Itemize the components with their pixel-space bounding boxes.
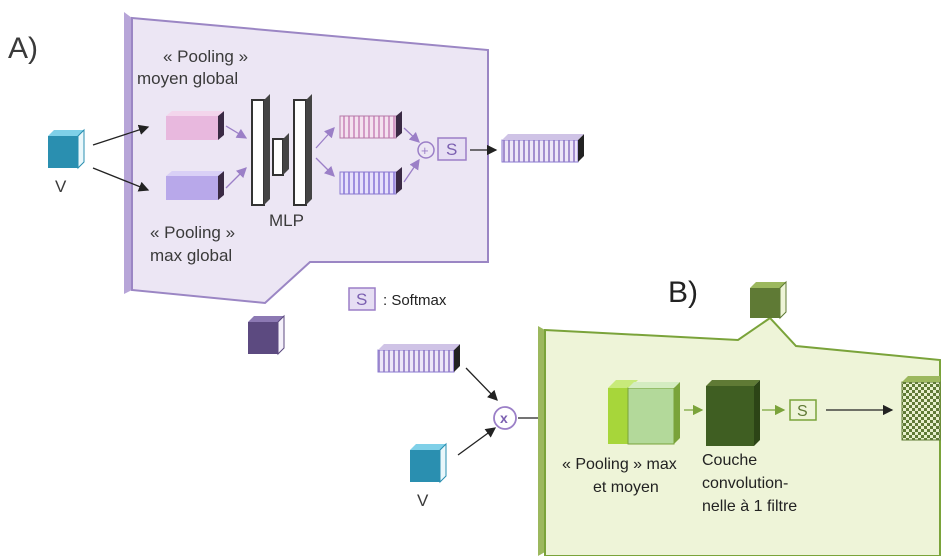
pool-label-line1: « Pooling » max bbox=[562, 456, 677, 473]
sum-operator bbox=[417, 141, 435, 159]
panel-a-side bbox=[124, 12, 132, 294]
multiply-symbol: x bbox=[500, 410, 508, 426]
spatial-attention-output bbox=[901, 376, 941, 441]
arrow-attention-to-multiply bbox=[465, 367, 498, 401]
output-cube-a bbox=[248, 314, 285, 356]
pool-label-line2: et moyen bbox=[593, 479, 659, 496]
softmax-symbol-a: S bbox=[446, 140, 457, 159]
softmax-legend: S : Softmax bbox=[348, 287, 447, 311]
arrow-max-to-mlp bbox=[225, 167, 247, 189]
sum-symbol: + bbox=[421, 143, 429, 158]
max-pool-label-line2: max global bbox=[150, 246, 232, 265]
softmax-box-a bbox=[437, 137, 467, 161]
softmax-box-b bbox=[789, 399, 817, 421]
arrow-input-to-multiply bbox=[457, 427, 497, 456]
panel-a: A) V « Pooling » moyen global « Pooling … bbox=[8, 12, 584, 356]
arrow-max-to-sum bbox=[403, 158, 420, 183]
avg-feature-block bbox=[339, 111, 402, 139]
conv-label-line3: nelle à 1 filtre bbox=[702, 498, 797, 515]
arrow-to-max-pool bbox=[92, 167, 150, 192]
middle-multiply: V x bbox=[377, 344, 590, 510]
pooling-maps bbox=[608, 380, 680, 445]
arrow-mlp-to-max-feat bbox=[315, 157, 335, 177]
input-symbol-b: V bbox=[417, 491, 429, 510]
input-symbol-a: V bbox=[55, 177, 67, 196]
softmax-symbol-b: S bbox=[797, 403, 808, 420]
avg-pool-label-line2: moyen global bbox=[137, 69, 238, 88]
panel-b: B) « Pooling » max et moyen Couche convo… bbox=[538, 276, 941, 556]
arrow-avg-to-sum bbox=[403, 127, 420, 143]
conv-label-line2: convolution- bbox=[702, 475, 788, 492]
arrow-mlp-to-avg-feat bbox=[315, 127, 335, 149]
multiply-operator bbox=[493, 406, 517, 430]
panel-b-side bbox=[538, 326, 545, 556]
max-feature-block bbox=[339, 167, 402, 195]
max-pool-label-line1: « Pooling » bbox=[150, 223, 235, 242]
legend-softmax-symbol: S bbox=[356, 290, 367, 309]
panel-b-label: B) bbox=[668, 276, 698, 309]
max-pool-block bbox=[166, 171, 224, 200]
avg-pool-block bbox=[166, 111, 224, 140]
arrow-to-avg-pool bbox=[92, 124, 150, 146]
avg-pool-label-line1: « Pooling » bbox=[163, 47, 248, 66]
panel-a-label: A) bbox=[8, 32, 38, 65]
conv-label-line1: Couche bbox=[702, 452, 757, 469]
panel-b-top-cube bbox=[750, 280, 787, 320]
channel-attention-copy bbox=[377, 344, 460, 373]
mlp-label: MLP bbox=[269, 211, 304, 230]
input-cube-b bbox=[410, 442, 447, 484]
legend-softmax-text: : Softmax bbox=[383, 292, 447, 309]
mlp-block bbox=[251, 94, 312, 206]
arrow-avg-to-mlp bbox=[225, 125, 248, 139]
channel-attention-output bbox=[501, 134, 584, 163]
conv-block bbox=[706, 380, 760, 446]
input-cube-a bbox=[48, 128, 85, 170]
